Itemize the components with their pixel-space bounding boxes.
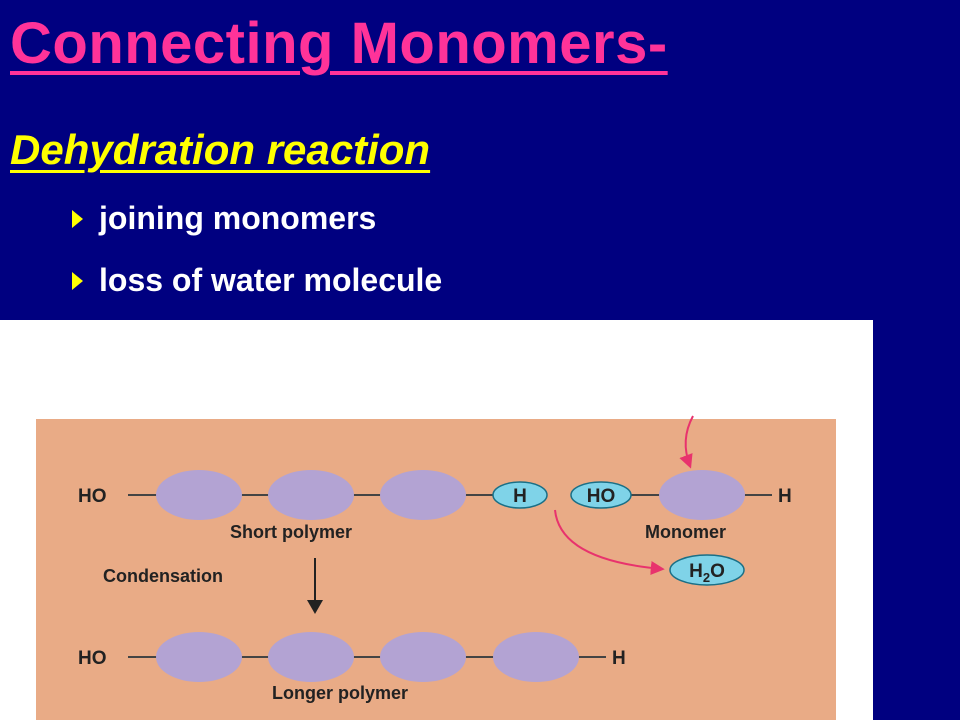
hydroxyl-group: [570, 481, 632, 509]
monomer-subunit: [156, 470, 242, 520]
longer-polymer-label: Longer polymer: [272, 683, 408, 703]
hydrogen-group: [492, 481, 548, 509]
top-right-end-label: H: [778, 486, 792, 507]
down-arrow-icon: [307, 600, 323, 614]
monomer-subunit: [380, 632, 466, 682]
hydrogen-label: H: [513, 486, 527, 507]
diagram-canvas: HO H HO H Short polymer Monomer H2O Cond…: [36, 415, 836, 720]
pink-arrow-icon: [679, 415, 694, 469]
monomer-label: Monomer: [645, 522, 726, 542]
bullet-text: joining monomers: [99, 200, 377, 236]
pink-arrow-icon: [554, 509, 665, 575]
slide-subtitle: Dehydration reaction: [10, 126, 431, 173]
monomer-subunit: [156, 632, 242, 682]
bottom-right-end-label: H: [612, 648, 626, 669]
monomer-subunit: [493, 632, 579, 682]
water-label: H2O: [689, 561, 725, 585]
water-label-o: O: [710, 561, 725, 582]
short-polymer-label: Short polymer: [230, 522, 352, 542]
bottom-left-end-label: HO: [78, 648, 107, 669]
bullet-item: loss of water molecule: [72, 262, 442, 299]
condensation-label: Condensation: [103, 566, 223, 586]
dehydration-diagram: HO H HO H Short polymer Monomer H2O Cond…: [0, 320, 873, 720]
water-label-h: H: [689, 561, 703, 582]
water-label-subscript: 2: [703, 570, 710, 585]
monomer-subunit: [380, 470, 466, 520]
bullet-text: loss of water molecule: [99, 262, 443, 298]
water-molecule: [669, 554, 745, 586]
top-left-end-label: HO: [78, 486, 107, 507]
triangle-bullet-icon: [72, 271, 83, 290]
triangle-bullet-icon: [72, 209, 83, 228]
bullet-item: joining monomers: [72, 200, 376, 237]
hydroxyl-label: HO: [587, 486, 616, 507]
slide-title: Connecting Monomers-: [10, 11, 668, 76]
monomer-subunit: [659, 470, 745, 520]
monomer-subunit: [268, 470, 354, 520]
monomer-subunit: [268, 632, 354, 682]
